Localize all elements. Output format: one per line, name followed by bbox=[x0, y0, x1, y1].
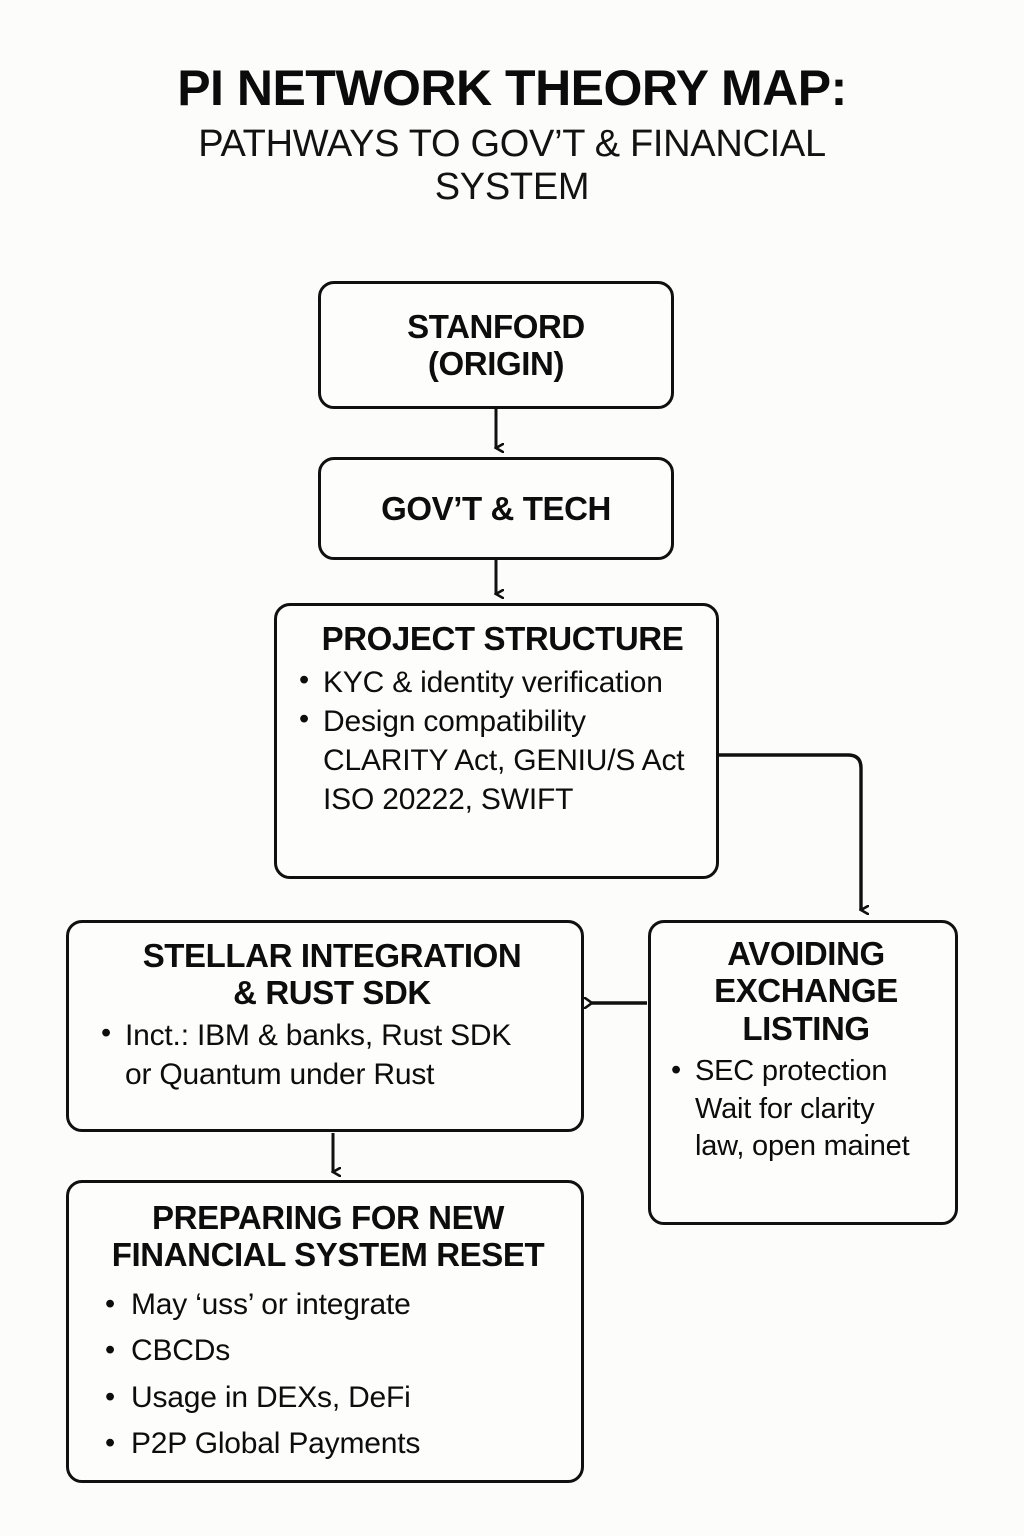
node-stellar-title-line1: STELLAR INTEGRATION bbox=[142, 937, 522, 974]
list-item: Design compatibility CLARITY Act, GENIU/… bbox=[295, 701, 710, 819]
bullet-text: Usage in DEXs, DeFi bbox=[131, 1380, 411, 1414]
page-title: PI NETWORK THEORY MAP: bbox=[177, 60, 847, 116]
bullet-text: KYC & identity verification bbox=[323, 666, 663, 700]
bullet-subtext: law, open mainet bbox=[695, 1130, 910, 1163]
node-stellar-integration[interactable]: STELLAR INTEGRATION & RUST SDK Inct.: IB… bbox=[66, 920, 584, 1132]
list-item: P2P Global Payments bbox=[99, 1421, 579, 1468]
node-project-structure-bullets: KYC & identity verification Design compa… bbox=[295, 662, 710, 819]
bullet-text: May ‘uss’ or integrate bbox=[131, 1287, 411, 1321]
node-stanford[interactable]: STANFORD (ORIGIN) bbox=[318, 281, 674, 409]
node-stellar-integration-bullets: Inct.: IBM & banks, Rust SDK or Quantum … bbox=[93, 1015, 571, 1094]
bullet-subtext: CLARITY Act, GENIU/S Act bbox=[323, 744, 685, 778]
bullet-text: Design compatibility bbox=[323, 705, 586, 739]
bullet-subtext: ISO 20222, SWIFT bbox=[323, 783, 574, 817]
node-preparing-bullets: May ‘uss’ or integrate CBCDs Usage in DE… bbox=[99, 1282, 579, 1468]
bullet-text: P2P Global Payments bbox=[131, 1427, 421, 1461]
node-project-structure-title: PROJECT STRUCTURE bbox=[321, 620, 684, 657]
list-item: Inct.: IBM & banks, Rust SDK or Quantum … bbox=[93, 1015, 571, 1094]
title-block: PI NETWORK THEORY MAP: PATHWAYS TO GOV’T… bbox=[0, 62, 1024, 208]
node-stellar-integration-title: STELLAR INTEGRATION & RUST SDK bbox=[93, 937, 571, 1012]
node-stellar-title-line2: & RUST SDK bbox=[233, 974, 431, 1012]
node-govt-and-tech-title: GOV’T & TECH bbox=[381, 489, 611, 527]
list-item: May ‘uss’ or integrate bbox=[99, 1282, 579, 1329]
node-project-structure[interactable]: PROJECT STRUCTURE KYC & identity verific… bbox=[274, 603, 719, 879]
node-stanford-title: STANFORD (ORIGIN) bbox=[407, 308, 585, 383]
node-stanford-title-line2: (ORIGIN) bbox=[427, 345, 565, 382]
list-item: SEC protection Wait for clarity law, ope… bbox=[665, 1052, 947, 1166]
node-avoiding-title-line3: LISTING bbox=[742, 1009, 870, 1047]
list-item: CBCDs bbox=[99, 1328, 579, 1375]
node-preparing-title-line2: FINANCIAL SYSTEM RESET bbox=[111, 1236, 545, 1274]
node-preparing-title: PREPARING FOR NEW FINANCIAL SYSTEM RESET bbox=[77, 1199, 579, 1274]
list-item: Usage in DEXs, DeFi bbox=[99, 1375, 579, 1422]
bullet-text: Inct.: IBM & banks, Rust SDK bbox=[125, 1018, 512, 1052]
bullet-text: CBCDs bbox=[131, 1334, 231, 1368]
bullet-text: SEC protection bbox=[695, 1054, 888, 1087]
node-avoiding-title-line1: AVOIDING bbox=[727, 935, 885, 972]
node-preparing-title-line1: PREPARING FOR NEW bbox=[152, 1199, 504, 1236]
node-govt-and-tech[interactable]: GOV’T & TECH bbox=[318, 457, 674, 560]
node-stanford-title-line1: STANFORD bbox=[407, 307, 585, 345]
list-item: KYC & identity verification bbox=[295, 662, 710, 702]
node-avoiding-title-line2: EXCHANGE bbox=[714, 972, 898, 1010]
node-avoiding-exchange-listing[interactable]: AVOIDING EXCHANGE LISTING SEC protection… bbox=[648, 920, 958, 1225]
node-avoiding-exchange-listing-title: AVOIDING EXCHANGE LISTING bbox=[665, 935, 947, 1047]
page-subtitle: PATHWAYS TO GOV’T & FINANCIAL SYSTEM bbox=[198, 123, 826, 208]
bullet-subtext: Wait for clarity bbox=[695, 1092, 875, 1125]
node-preparing-financial-system-reset[interactable]: PREPARING FOR NEW FINANCIAL SYSTEM RESET… bbox=[66, 1180, 584, 1483]
bullet-subtext: or Quantum under Rust bbox=[125, 1057, 435, 1091]
connector-project-to-avoiding bbox=[719, 753, 861, 910]
node-avoiding-exchange-listing-bullets: SEC protection Wait for clarity law, ope… bbox=[665, 1052, 947, 1166]
